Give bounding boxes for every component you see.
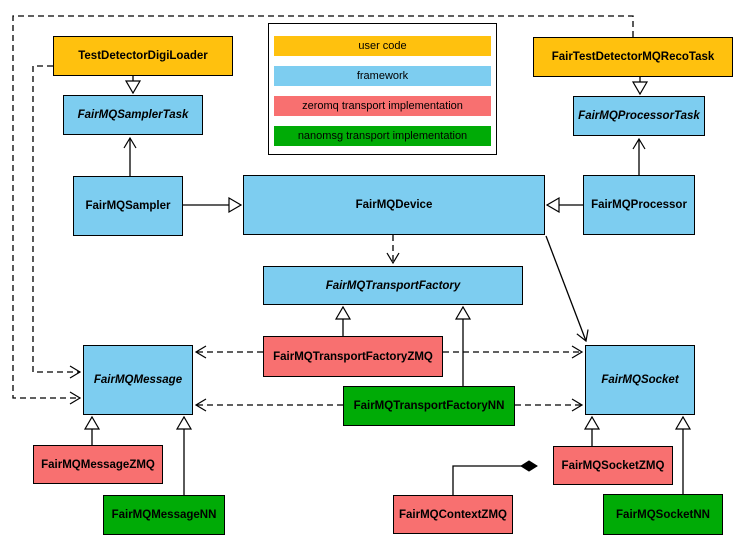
legend-item-zeromq: zeromq transport implementation [274,96,491,116]
legend: user code framework zeromq transport imp… [268,23,497,155]
class-fairmq-socket-nn: FairMQSocketNN [603,494,723,535]
class-fairmq-transport-factory-zmq: FairMQTransportFactoryZMQ [263,336,443,377]
edge-contextzmq-socketzmq-composition [452,460,538,495]
class-fairmq-sampler-task: FairMQSamplerTask [63,95,203,135]
class-fairmq-socket: FairMQSocket [585,345,695,415]
class-fairmq-context-zmq: FairMQContextZMQ [393,495,513,534]
class-test-detector-digi-loader: TestDetectorDigiLoader [53,36,233,76]
class-fairmq-socket-zmq: FairMQSocketZMQ [553,446,673,485]
class-fairmq-sampler: FairMQSampler [73,176,183,236]
class-fairmq-processor-task: FairMQProcessorTask [573,96,705,136]
class-fairmq-transport-factory-nn: FairMQTransportFactoryNN [343,386,515,426]
class-fairmq-device: FairMQDevice [243,175,545,235]
class-fairmq-message-zmq: FairMQMessageZMQ [33,445,163,484]
class-fairmq-processor: FairMQProcessor [583,175,695,235]
legend-item-nanomsg: nanomsg transport implementation [274,126,491,146]
edge-device-socket-association [545,235,589,343]
class-fairmq-message: FairMQMessage [83,345,193,415]
class-fairmq-transport-factory: FairMQTransportFactory [263,266,523,305]
class-fairmq-message-nn: FairMQMessageNN [103,495,225,535]
class-fair-test-detector-mq-reco-task: FairTestDetectorMQRecoTask [533,37,733,77]
legend-item-user-code: user code [274,36,491,56]
legend-item-framework: framework [274,66,491,86]
